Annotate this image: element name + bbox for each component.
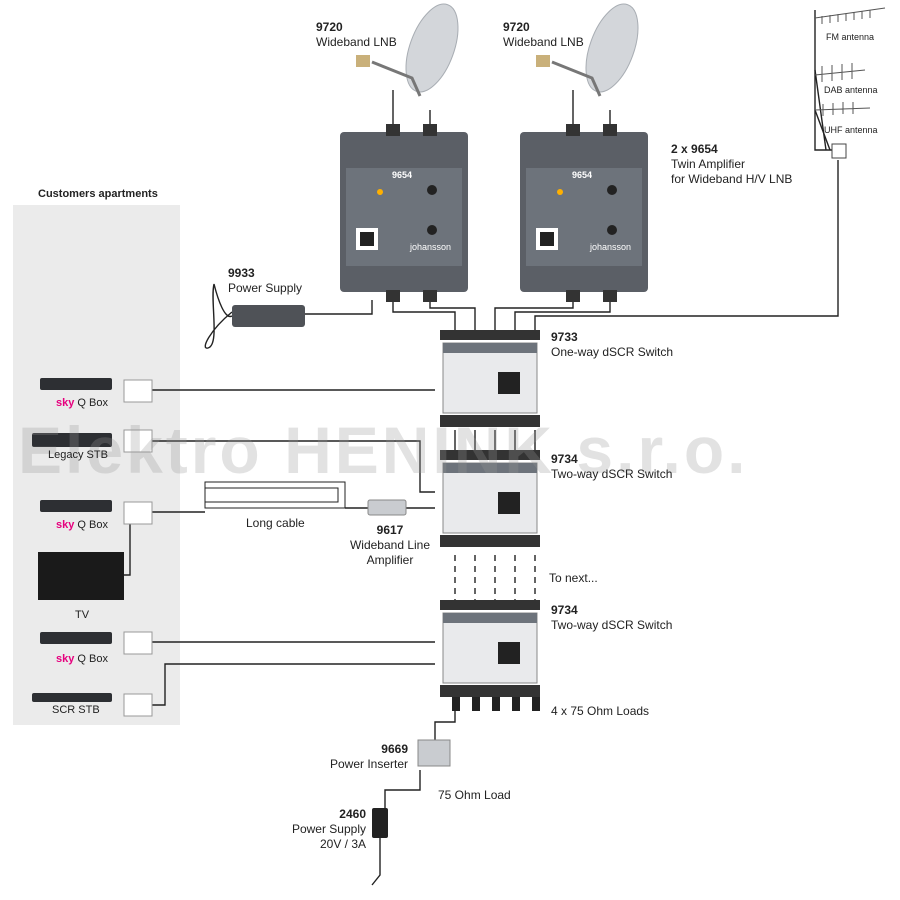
cables <box>124 10 839 886</box>
switch-9734-a-name: Two-way dSCR Switch <box>551 467 673 481</box>
uhf-antenna-label: UHF antenna <box>824 125 878 135</box>
switch-9733 <box>440 330 540 427</box>
amplifier-code: 2 x 9654 <box>671 142 718 156</box>
loads-4-label: 4 x 75 Ohm Loads <box>551 704 650 718</box>
psu-2460-name: Power Supply <box>291 822 366 836</box>
switch-9733-code: 9733 <box>551 330 578 344</box>
amp-left-brand: johansson <box>410 242 452 252</box>
cable-legacy-stb <box>152 440 435 493</box>
power-inserter-label: 9669 Power Inserter <box>318 742 408 772</box>
sky-q-box-3-text: Q Box <box>77 653 108 665</box>
fm-antenna-label: FM antenna <box>826 32 875 42</box>
sky-q-box-1-text: Q Box <box>77 397 108 409</box>
psu-9933-code: 9933 <box>228 266 255 280</box>
switch-9733-name: One-way dSCR Switch <box>551 345 674 359</box>
psu-9933-label: 9933 Power Supply <box>228 266 302 296</box>
lnb-right-name: Wideband LNB <box>503 35 584 49</box>
scr-stb-label: SCR STB <box>52 704 100 716</box>
lnb-left-name: Wideband LNB <box>316 35 397 49</box>
load-75-label: 75 Ohm Load <box>438 788 511 802</box>
sky-q-box-3-label: sky Q Box <box>56 652 108 667</box>
cable-amp2-b <box>514 300 611 330</box>
lnb-left-code: 9720 <box>316 20 343 34</box>
switch-9734-a-label: 9734 Two-way dSCR Switch <box>551 452 672 482</box>
amplifier-left <box>340 124 468 302</box>
psu-2460-label: 2460 Power Supply 20V / 3A <box>276 807 366 852</box>
cable-inserter-psu <box>384 770 421 808</box>
line-amp-label: 9617 Wideband Line Amplifier <box>345 523 435 568</box>
sky-q-box-2-text: Q Box <box>77 519 108 531</box>
power-inserter-code: 9669 <box>381 742 408 756</box>
amplifier-line2: for Wideband H/V LNB <box>671 172 793 186</box>
sky-brand-1: sky <box>56 397 75 409</box>
amplifier-label: 2 x 9654 Twin Amplifier for Wideband H/V… <box>671 142 792 187</box>
psu-2460-code: 2460 <box>339 807 366 821</box>
cable-psu-9933 <box>305 300 373 315</box>
amp-left-device-label: 9654 <box>392 170 413 180</box>
power-inserter-body <box>417 739 451 767</box>
psu-9933-body <box>232 305 305 327</box>
psu-9933-name: Power Supply <box>228 281 303 295</box>
apartments-panel <box>13 205 180 725</box>
switch-9733-label: 9733 One-way dSCR Switch <box>551 330 673 360</box>
switch-9734-b-name: Two-way dSCR Switch <box>551 618 673 632</box>
cable-amp1-a <box>392 300 456 330</box>
cable-scr-stb <box>152 663 435 706</box>
amplifier-line1: Twin Amplifier <box>671 157 746 171</box>
dish-left <box>356 3 459 97</box>
psu-2460-spec: 20V / 3A <box>319 837 366 851</box>
line-amp-code: 9617 <box>376 523 404 537</box>
power-inserter-name: Power Inserter <box>329 757 408 771</box>
cable-terrestrial <box>534 160 839 330</box>
cable-amp1-b <box>429 300 476 330</box>
to-next-label: To next... <box>549 571 598 585</box>
lnb-right-code: 9720 <box>503 20 530 34</box>
amplifier-right <box>520 124 648 302</box>
dab-antenna-label: DAB antenna <box>824 85 878 95</box>
line-amp-line2: Amplifier <box>366 553 414 567</box>
switch-9734-b-code: 9734 <box>551 603 578 617</box>
tv-label: TV <box>75 609 90 621</box>
cable-amp2-a <box>494 300 574 330</box>
apartments-title: Customers apartments <box>38 188 158 200</box>
lnb-right-label: 9720 Wideband LNB <box>503 20 584 50</box>
line-amp-9617-body <box>367 499 407 516</box>
switch-9734-a-code: 9734 <box>551 452 578 466</box>
lnb-left-label: 9720 Wideband LNB <box>316 20 397 50</box>
sky-q-box-2-label: sky Q Box <box>56 518 108 533</box>
long-cable-label: Long cable <box>246 516 305 530</box>
sky-brand-2: sky <box>56 519 75 531</box>
sky-q-box-1-label: sky Q Box <box>56 396 108 411</box>
long-cable-loop <box>204 481 346 509</box>
devices <box>32 378 153 717</box>
psu-cord <box>204 283 233 349</box>
psu-2460-body <box>372 808 388 838</box>
antenna-mast <box>814 10 832 151</box>
amp-right-device-label: 9654 <box>572 170 593 180</box>
switch-9734-b <box>440 600 540 711</box>
switch-9734-b-label: 9734 Two-way dSCR Switch <box>551 603 672 633</box>
legacy-stb-label: Legacy STB <box>48 449 108 461</box>
line-amp-line1: Wideband Line <box>349 538 431 552</box>
amp-right-brand: johansson <box>590 242 632 252</box>
antenna-array <box>814 7 886 159</box>
sky-brand-3: sky <box>56 653 75 665</box>
switch-9734-a <box>440 450 540 547</box>
dish-right <box>536 3 639 97</box>
cable-to-inserter <box>434 705 456 742</box>
